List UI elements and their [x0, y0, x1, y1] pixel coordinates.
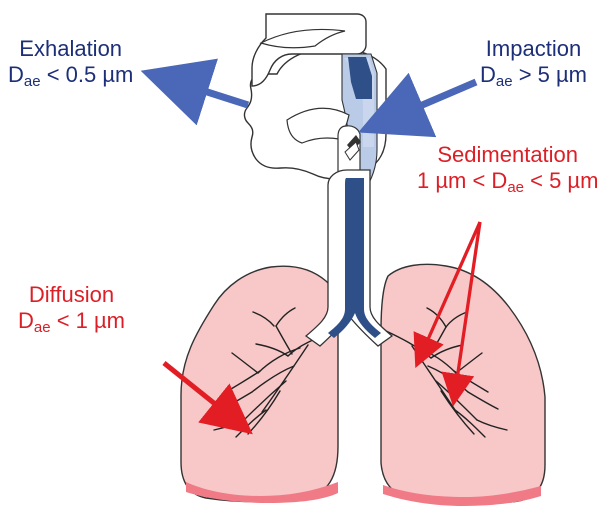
impaction-value: > 5 µm: [513, 62, 587, 87]
sedimentation-title: Sedimentation: [417, 142, 598, 168]
exhalation-subscript: ae: [24, 73, 41, 90]
sedimentation-label: Sedimentation 1 µm < Dae < 5 µm: [417, 142, 598, 197]
impaction-title: Impaction: [480, 36, 587, 62]
diffusion-label: Diffusion Dae < 1 µm: [18, 282, 125, 337]
diffusion-subscript: ae: [34, 319, 51, 336]
diffusion-value: < 1 µm: [51, 308, 125, 333]
left-lung: [181, 266, 338, 501]
impaction-arrow: [371, 82, 476, 127]
impaction-condition: Dae > 5 µm: [480, 62, 587, 91]
right-lung: [381, 264, 545, 503]
exhalation-label: Exhalation Dae < 0.5 µm: [8, 36, 133, 91]
impaction-subscript: ae: [496, 73, 513, 90]
diffusion-title: Diffusion: [18, 282, 125, 308]
exhalation-title: Exhalation: [8, 36, 133, 62]
impaction-label: Impaction Dae > 5 µm: [480, 36, 587, 91]
sedimentation-suffix: < 5 µm: [524, 168, 598, 193]
diffusion-symbol: D: [18, 308, 34, 333]
sedimentation-condition: 1 µm < Dae < 5 µm: [417, 168, 598, 197]
exhalation-condition: Dae < 0.5 µm: [8, 62, 133, 91]
exhalation-symbol: D: [8, 62, 24, 87]
sedimentation-subscript: ae: [507, 179, 524, 196]
exhalation-value: < 0.5 µm: [41, 62, 134, 87]
impaction-symbol: D: [480, 62, 496, 87]
exhalation-arrow: [154, 75, 248, 105]
diffusion-condition: Dae < 1 µm: [18, 308, 125, 337]
sedimentation-prefix: 1 µm < D: [417, 168, 507, 193]
